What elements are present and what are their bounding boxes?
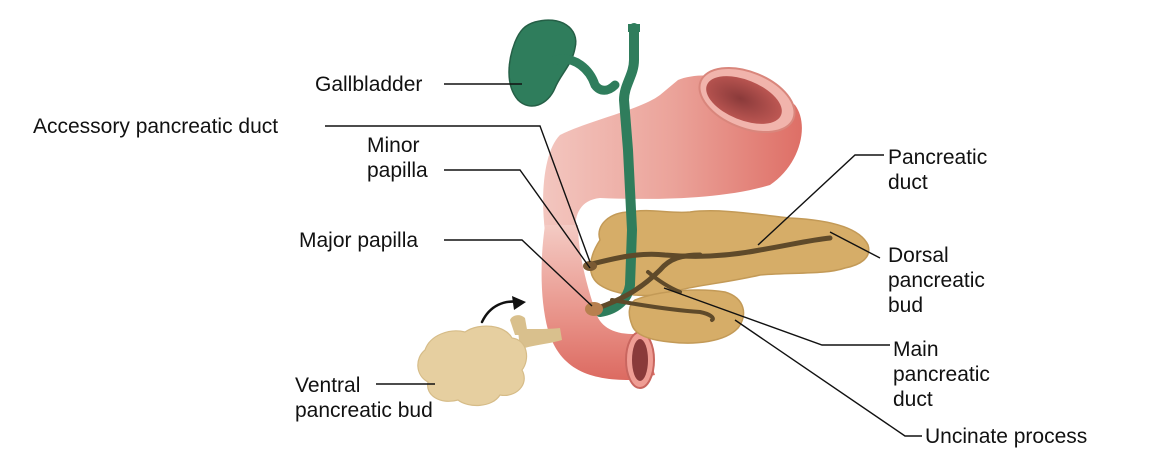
- leader-pancreatic-duct: [757, 154, 884, 246]
- ventral-bud-stalk: [510, 315, 562, 350]
- label-dorsal-line-2: pancreatic: [888, 269, 985, 292]
- leader-main-duct: [663, 287, 890, 346]
- label-dorsal-line-1: Dorsal: [888, 244, 949, 267]
- label-ventral-line-2: pancreatic bud: [295, 399, 433, 422]
- major-papilla-shape: [585, 302, 603, 316]
- leader-major-papilla: [444, 239, 593, 307]
- leader-minor-papilla: [444, 169, 591, 269]
- label-major-papilla: Major papilla: [299, 229, 419, 252]
- duodenum-proximal-lumen: [706, 76, 782, 124]
- rotation-arrow: [480, 296, 526, 324]
- label-main-line-1: Main: [893, 338, 939, 361]
- label-minor-papilla-line-1: Minor: [367, 134, 420, 157]
- label-pancreatic-duct-line-2: duct: [888, 171, 928, 194]
- label-minor-papilla: Minor papilla: [367, 133, 428, 183]
- minor-papilla-shape: [583, 261, 597, 271]
- label-dorsal-pancreatic-bud: Dorsal pancreatic bud: [888, 243, 985, 318]
- leader-accessory-duct: [325, 125, 591, 263]
- label-gallbladder: Gallbladder: [315, 73, 423, 96]
- label-pancreatic-duct: Pancreatic duct: [888, 145, 987, 195]
- leader-dorsal-bud: [829, 231, 881, 259]
- label-ventral-line-1: Ventral: [295, 374, 361, 397]
- rotation-arrow-head: [512, 296, 526, 310]
- ventral-duct-line: [610, 298, 715, 322]
- leader-lines: [325, 83, 922, 437]
- label-uncinate-process: Uncinate process: [925, 425, 1088, 448]
- label-main-pancreatic-duct: Main pancreatic duct: [893, 337, 990, 412]
- ventral-pancreatic-bud-shape: [417, 325, 528, 406]
- bile-duct-top: [628, 24, 640, 32]
- label-main-line-2: pancreatic: [893, 363, 990, 386]
- cystic-duct: [550, 54, 620, 95]
- leader-uncinate: [734, 319, 922, 437]
- junction-duct-line: [646, 270, 682, 294]
- pancreatic-ducts: [585, 235, 833, 322]
- duodenum: [541, 66, 802, 389]
- gallbladder-shape: [508, 19, 577, 107]
- label-pancreatic-duct-line-1: Pancreatic: [888, 146, 988, 169]
- duodenum-descending-segment: [541, 225, 655, 380]
- label-dorsal-line-3: bud: [888, 294, 924, 317]
- label-ventral-pancreatic-bud: Ventral pancreatic bud: [295, 373, 433, 423]
- gallbladder-structure: [508, 19, 640, 317]
- label-minor-papilla-line-2: papilla: [367, 159, 428, 182]
- uncinate-process-shape: [628, 289, 745, 344]
- label-main-line-3: duct: [893, 388, 933, 411]
- accessory-pancreatic-duct-line: [585, 235, 833, 268]
- duodenum-distal-lumen: [632, 339, 648, 381]
- label-accessory-pancreatic-duct: Accessory pancreatic duct: [33, 115, 279, 138]
- common-bile-duct: [595, 23, 639, 317]
